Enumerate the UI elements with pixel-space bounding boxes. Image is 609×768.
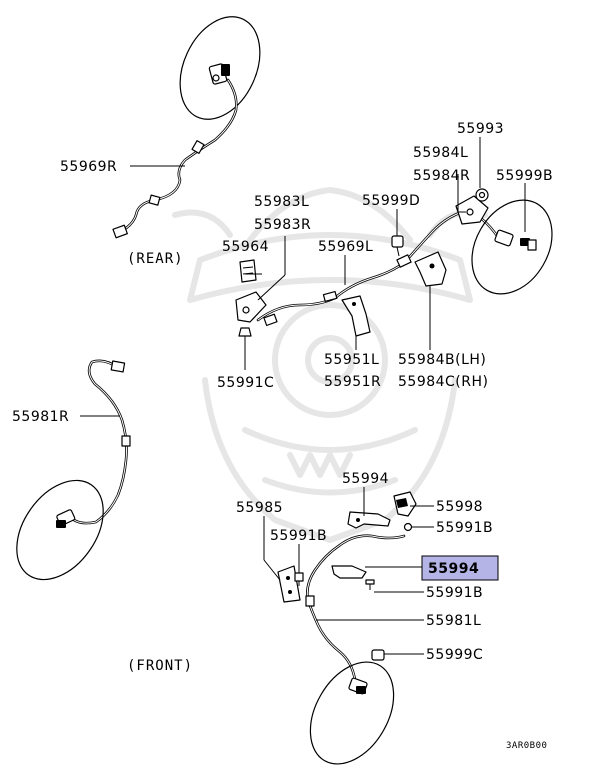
front-harness-55981l[interactable] [305,534,406,682]
label-55984b: 55984B(LH) [398,352,486,368]
label-55999d: 55999D [362,193,420,209]
bolt-55991b-c[interactable] [365,579,375,590]
front-disc-right [16,479,104,581]
label-55993: 55993 [457,121,504,137]
highlight-box-55994[interactable] [421,555,499,581]
label-55985: 55985 [236,500,283,516]
label-55991b-a: 55991B [436,520,493,536]
label-55981r: 55981R [12,409,69,425]
caption-front: (FRONT) [127,658,193,674]
front-harness-55981r[interactable] [72,359,131,525]
label-55983r: 55983R [254,217,311,233]
label-55981l: 55981L [426,613,481,629]
bolt-55991b-a[interactable] [403,522,413,532]
front-sensor-left[interactable] [348,677,368,695]
label-55991c: 55991C [217,375,274,391]
rear-harness-55969r[interactable] [112,78,238,239]
rear-disc-upper [179,16,261,120]
label-55994-highlighted[interactable]: 55994 [428,561,479,577]
bolt-55991c[interactable] [238,327,252,346]
bracket-55994-upper[interactable] [347,511,391,529]
sensor-bracket-55998[interactable] [393,491,417,517]
label-55991b-b: 55991B [270,528,327,544]
label-55969l: 55969L [318,239,373,255]
label-55999c: 55999C [426,647,483,663]
label-55951l: 55951L [324,352,379,368]
bolt-55999c[interactable] [371,649,385,661]
label-55983l: 55983L [254,194,309,210]
drawing-code: 3AR0B00 [506,741,547,751]
rear-sensor-right[interactable] [494,229,537,251]
bolt-55999d[interactable] [391,235,404,257]
nut-55993[interactable] [475,188,489,202]
rear-disc-right [471,199,553,295]
clip-55964[interactable] [239,259,257,283]
front-sensor-right[interactable] [56,509,76,528]
caption-rear: (REAR) [127,251,184,267]
label-55969r: 55969R [60,159,117,175]
bracket-55985[interactable] [277,565,301,603]
rear-sensor-upper[interactable] [208,63,230,85]
bracket-55984[interactable] [455,195,489,225]
label-55991b-c: 55991B [426,585,483,601]
bracket-55994-lower[interactable] [331,565,367,579]
label-55984c: 55984C(RH) [398,374,489,390]
bracket-55951[interactable] [341,295,371,337]
label-55994-top: 55994 [342,471,389,487]
label-55999b: 55999B [496,168,553,184]
bracket-55984b[interactable] [414,251,447,287]
front-disc-left [309,661,395,765]
label-55998: 55998 [436,499,483,515]
label-55984r: 55984R [413,168,470,184]
label-55984l: 55984L [413,145,468,161]
label-55951r: 55951R [324,374,381,390]
label-55964: 55964 [222,239,269,255]
